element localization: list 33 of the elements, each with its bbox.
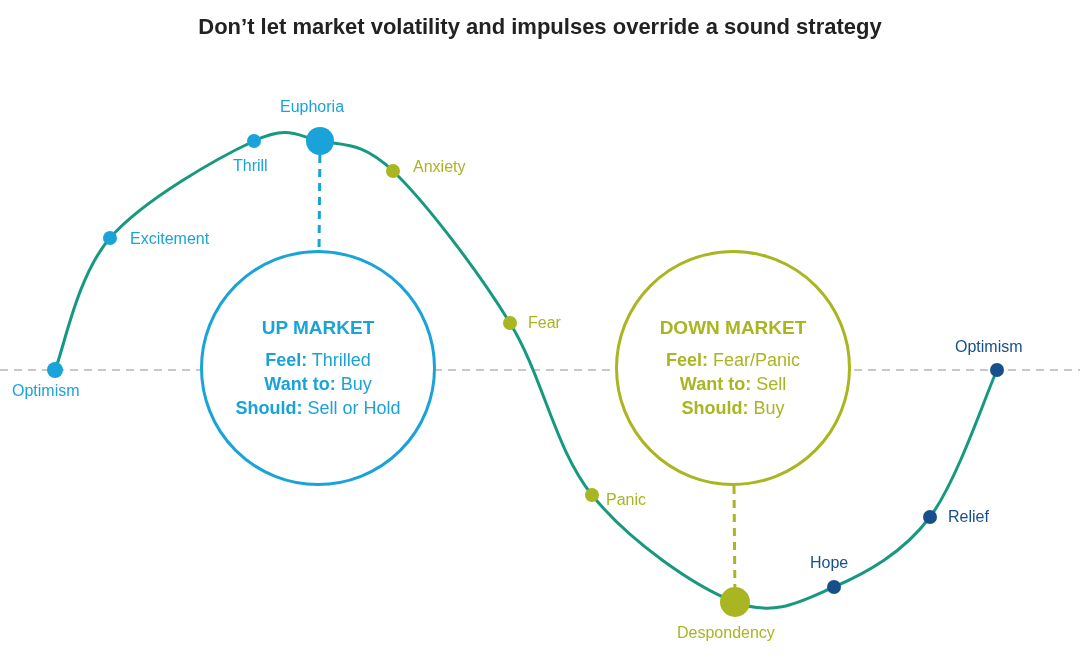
stage-dot — [720, 587, 750, 617]
stage-label: Euphoria — [280, 98, 345, 116]
circle-heading: DOWN MARKET — [659, 316, 807, 340]
stage-label: Anxiety — [413, 158, 466, 176]
stage-label: Thrill — [233, 157, 268, 175]
circle-text: Want to: Buy — [264, 373, 372, 396]
stage-dot — [306, 127, 334, 155]
stage-label: Excitement — [130, 230, 210, 248]
title: Don’t let market volatility and impulses override a sound strategy — [197, 14, 883, 40]
stage-dot — [47, 362, 63, 378]
leader-line — [317, 155, 322, 250]
circle-text: Should: Sell or Hold — [235, 397, 401, 420]
stage-dot — [923, 510, 937, 524]
stage-dot — [585, 488, 599, 502]
leader-line — [732, 486, 737, 587]
stage-dot — [827, 580, 841, 594]
stage-dot — [990, 363, 1004, 377]
circle-text: Feel: Thrilled — [265, 349, 371, 372]
stage-dot — [503, 316, 517, 330]
circle-text: Feel: Fear/Panic — [665, 349, 801, 372]
circle-heading: UP MARKET — [261, 316, 375, 340]
stage-label: Despondency — [677, 624, 775, 642]
stage-label: Panic — [606, 491, 647, 509]
stage-label: Hope — [810, 554, 849, 572]
stage-label: Optimism — [955, 338, 1023, 356]
circle-text: Should: Buy — [681, 397, 785, 420]
stage-label: Optimism — [12, 382, 80, 400]
stage-label: Fear — [528, 314, 561, 332]
stage-label: Relief — [948, 508, 989, 526]
stage-dot — [103, 231, 117, 245]
circle-text: Want to: Sell — [679, 373, 787, 396]
stage-dot — [386, 164, 400, 178]
stage-dot — [247, 134, 261, 148]
